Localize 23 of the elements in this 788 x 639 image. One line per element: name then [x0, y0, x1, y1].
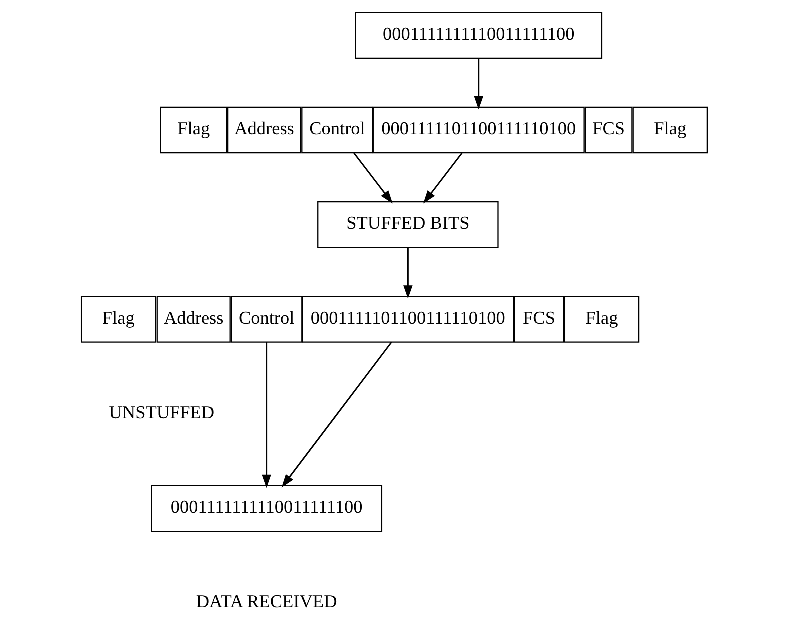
arrow [403, 248, 412, 299]
node-box: Control [230, 296, 302, 343]
node-box: Flag [632, 106, 708, 154]
node-box: Flag [80, 296, 156, 343]
node-box: Address [156, 296, 230, 343]
label: DATA RECEIVED [196, 592, 337, 612]
node-box: FCS [514, 296, 564, 343]
arrow [281, 342, 392, 488]
arrow [262, 342, 271, 488]
label: UNSTUFFED [108, 402, 214, 422]
node-box: 0001111111110011111100 [354, 12, 602, 59]
node-box: FCS [584, 106, 632, 154]
arrow [353, 152, 392, 204]
node-box: Flag [160, 106, 227, 154]
arrow [422, 152, 462, 204]
node-box: Flag [564, 296, 640, 343]
arrow [474, 58, 483, 110]
node-box: Address [226, 106, 302, 154]
node-box: STUFFED BITS [317, 202, 498, 248]
node-box: 0001111101100111110100 [302, 296, 514, 343]
node-box: Control [301, 106, 373, 154]
node-box: 0001111111110011111100 [150, 485, 382, 532]
node-box: 0001111101100111110100 [372, 106, 584, 154]
